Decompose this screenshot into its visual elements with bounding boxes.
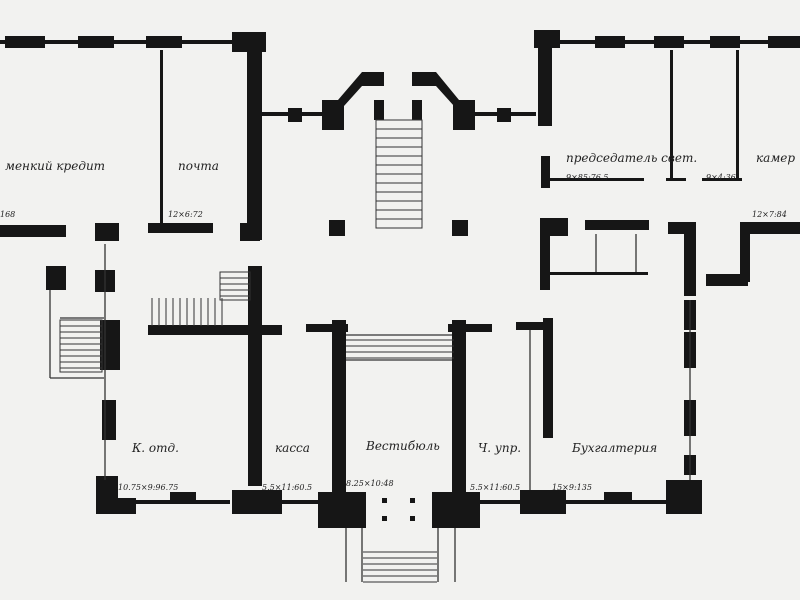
room-name-r3: председатель свет. — [566, 151, 697, 165]
room-area-r7: 5.5×11:60.5 — [262, 483, 312, 492]
room-area-r1: 168 — [0, 210, 15, 219]
stair-outline — [59, 319, 103, 373]
room-name-r7: касса — [275, 441, 310, 455]
room-name-r6: К. отд. — [131, 441, 179, 455]
room-name-r8: Вестибюль — [365, 439, 440, 453]
room-name-r9: Ч. упр. — [478, 441, 521, 455]
room-area-r10: 15×9:135 — [552, 483, 592, 492]
room-labels: менкий кредит 168 почта 12×6:72 председатель… — [0, 151, 795, 492]
room-area-r2: 12×6:72 — [168, 210, 203, 219]
room-name-r2: почта — [178, 159, 219, 173]
room-area-r3: 9×85:76.5 — [566, 173, 608, 182]
room-name-r10: Бухгалтерия — [571, 441, 657, 455]
room-area-r8: 8.25×10:48 — [346, 479, 394, 488]
room-area-r9: 5.5×11:60.5 — [470, 483, 520, 492]
stair-treads — [59, 119, 454, 583]
thin-lines — [49, 234, 691, 582]
room-area-r5: 9×4:36 — [706, 173, 736, 182]
room-name-r1: менкий кредит — [5, 159, 105, 173]
walls — [0, 30, 800, 528]
room-area-r4: 12×7:84 — [752, 210, 787, 219]
room-name-r4: камер — [756, 151, 795, 165]
room-area-r6: 10.75×9:96.75 — [118, 483, 178, 492]
